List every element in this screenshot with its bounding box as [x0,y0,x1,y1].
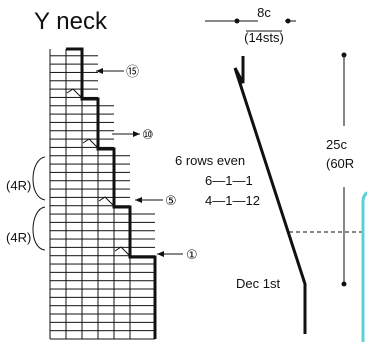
decrease-mark [114,246,130,256]
width-stitches: (14sts) [244,30,284,45]
height-dimension [341,52,347,287]
width-cm: 8c [257,5,271,20]
decrease-rule-2: 4—1—12 [205,193,260,208]
bracket-label-1: (4R) [6,178,31,193]
row-number-1: ① [186,247,198,262]
bracket-label-2: (4R) [6,230,31,245]
height-cm: 25c [326,137,347,152]
decrease-rule-1: 6—1—1 [205,173,253,188]
neck-outline [233,56,307,334]
decrease-mark [82,138,98,148]
rows-even-note: 6 rows even [175,153,245,168]
row-number-15: ⑮ [126,64,139,79]
cropped-panel-edge [361,191,367,342]
height-rows: (60R [326,156,354,171]
stitch-grid [49,47,157,340]
row-brackets [32,156,46,251]
diagram-title: Y neck [34,8,108,35]
neck-step-outline [66,47,157,339]
row-number-5: ⑤ [165,193,177,208]
decrease-mark [98,196,114,206]
decrease-start-note: Dec 1st [236,276,280,291]
width-dimension [205,18,296,32]
row-number-10: ⑩ [142,127,154,142]
decrease-mark [66,88,82,98]
row-number-callouts [96,68,183,257]
